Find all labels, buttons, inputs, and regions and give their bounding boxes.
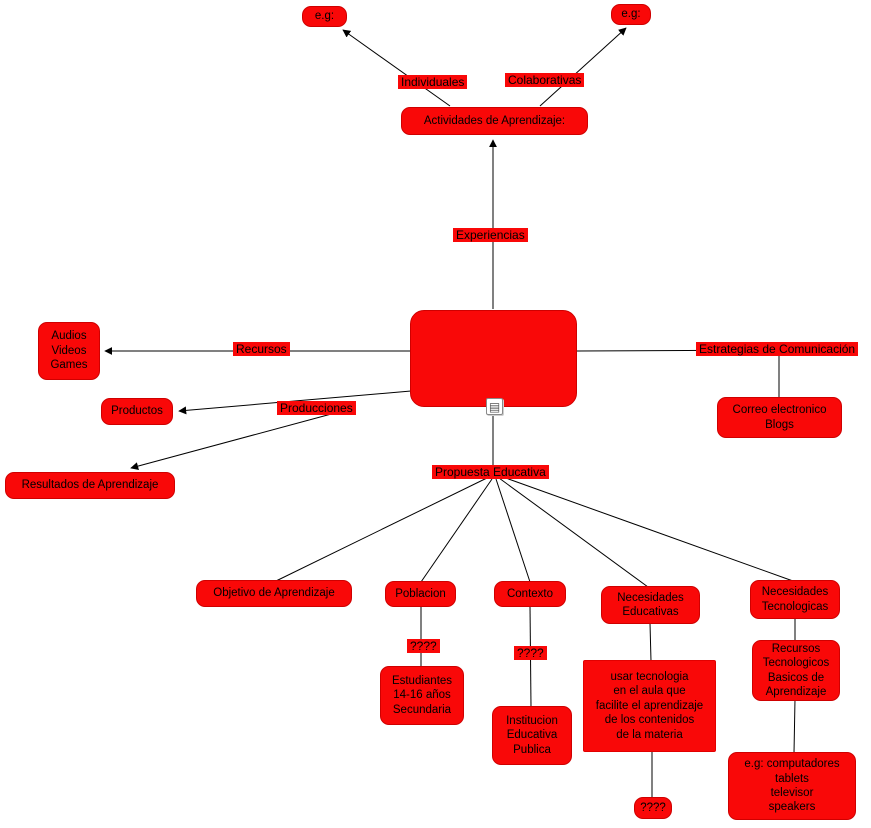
resource-icon-glyph: ▤ [488, 399, 501, 414]
node-audios-videos-games[interactable]: Audios Videos Games [38, 322, 100, 380]
link-label-propuesta-educativa[interactable]: Propuesta Educativa [432, 465, 549, 480]
node-central-topic[interactable] [410, 310, 577, 407]
link-label-interrogantes-contexto[interactable]: ???? [514, 646, 547, 661]
connector-line [495, 478, 531, 583]
connector-line [539, 27, 627, 107]
node-resultados-de-aprendizaje[interactable]: Resultados de Aprendizaje [5, 472, 175, 499]
node-objetivo-de-aprendizaje[interactable]: Objetivo de Aprendizaje [196, 580, 352, 607]
node-interrogantes[interactable]: ???? [634, 797, 672, 819]
connector-line [420, 478, 493, 583]
connector-line [130, 412, 336, 470]
connector-line [342, 29, 451, 107]
connector-line [275, 476, 490, 582]
link-label-recursos[interactable]: Recursos [233, 342, 290, 357]
node-institucion-educativa-publica[interactable]: Institucion Educativa Publica [492, 706, 572, 765]
node-contexto[interactable]: Contexto [494, 581, 566, 607]
connector-line [649, 622, 652, 662]
node-eg-right[interactable]: e.g: [611, 4, 651, 25]
node-estudiantes[interactable]: Estudiantes 14-16 años Secundaria [380, 666, 464, 725]
node-productos[interactable]: Productos [101, 398, 173, 425]
node-recursos-tecnologicos[interactable]: Recursos Tecnologicos Basicos de Aprendi… [752, 640, 840, 701]
node-necesidades-educativas[interactable]: Necesidades Educativas [601, 586, 700, 624]
node-poblacion[interactable]: Poblacion [385, 581, 456, 607]
node-eg-computadores[interactable]: e.g: computadores tablets televisor spea… [728, 752, 856, 820]
node-eg-left[interactable]: e.g: [302, 6, 347, 27]
node-actividades-de-aprendizaje[interactable]: Actividades de Aprendizaje: [401, 107, 588, 135]
link-label-producciones[interactable]: Producciones [277, 401, 356, 416]
connector-line [793, 698, 796, 754]
node-correo-electronico-blogs[interactable]: Correo electronico Blogs [717, 397, 842, 438]
connector-line [498, 477, 649, 588]
link-label-experiencias[interactable]: Experiencias [453, 228, 528, 243]
connector-line [502, 476, 794, 582]
link-label-estrategias-de-comunicacion[interactable]: Estrategias de Comunicación [696, 342, 859, 357]
node-necesidades-tecnologicas[interactable]: Necesidades Tecnologicas [750, 580, 840, 619]
node-usar-tecnologia[interactable]: usar tecnologia en el aula que facilite … [583, 660, 716, 752]
link-label-colaborativas[interactable]: Colaborativas [505, 73, 585, 88]
resource-icon[interactable]: ▤ [486, 398, 503, 415]
link-label-individuales[interactable]: Individuales [398, 75, 468, 90]
link-label-interrogantes-poblacion[interactable]: ???? [407, 639, 440, 654]
